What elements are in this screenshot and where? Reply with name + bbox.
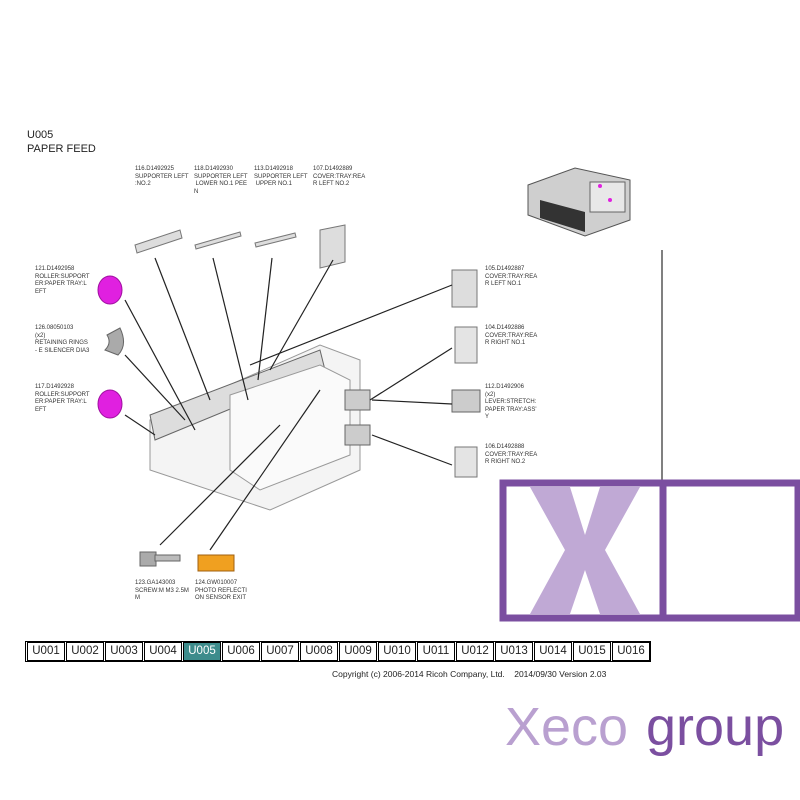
cover-tray-rear-left-no1 xyxy=(451,269,478,308)
cover-tray-rear-left-no2 xyxy=(319,224,346,269)
cover-tray-rear-right-no1 xyxy=(454,326,478,364)
part-label-117[interactable]: 117.D1492928 ROLLER:SUPPORT ER:PAPER TRA… xyxy=(35,384,90,413)
retaining-ring-icon xyxy=(104,327,124,356)
part-label-104[interactable]: 104.D1492886 COVER:TRAY:REA R RIGHT NO.1 xyxy=(485,325,538,346)
part-label-121[interactable]: 121.D1492958 ROLLER:SUPPORT ER:PAPER TRA… xyxy=(35,266,90,295)
tab-u014[interactable]: U014 xyxy=(534,642,572,661)
tab-u006[interactable]: U006 xyxy=(222,642,260,661)
watermark-text-group: group xyxy=(646,697,784,757)
part-label-106[interactable]: 106.D1492888 COVER:TRAY:REA R RIGHT NO.2 xyxy=(485,444,538,465)
part-label-105[interactable]: 105.D1492887 COVER:TRAY:REA R LEFT NO.1 xyxy=(485,266,538,287)
tab-u013[interactable]: U013 xyxy=(495,642,533,661)
leader-lines xyxy=(124,257,453,551)
paper-tray-assembly xyxy=(149,344,371,511)
page-code: U005 xyxy=(27,129,54,141)
tab-u005[interactable]: U005 xyxy=(183,642,221,661)
supporter-left-no2 xyxy=(134,229,183,254)
tab-u015[interactable]: U015 xyxy=(573,642,611,661)
tab-u010[interactable]: U010 xyxy=(378,642,416,661)
tab-u011[interactable]: U011 xyxy=(417,642,455,661)
supporter-left-upper xyxy=(254,232,297,248)
copyright-text: Copyright (c) 2006-2014 Ricoh Company, L… xyxy=(332,669,607,679)
tab-u012[interactable]: U012 xyxy=(456,642,494,661)
tab-u016[interactable]: U016 xyxy=(612,642,650,661)
tab-u003[interactable]: U003 xyxy=(105,642,143,661)
page-tabs: U001 U002 U003 U004 U005 U006 U007 U008 … xyxy=(25,641,651,662)
sensor-icon xyxy=(197,554,235,572)
tab-u001[interactable]: U001 xyxy=(27,642,65,661)
part-label-113[interactable]: 113.D1492918 SUPPORTER LEFT UPPER NO.1 xyxy=(254,166,308,187)
tab-u008[interactable]: U008 xyxy=(300,642,338,661)
tab-u007[interactable]: U007 xyxy=(261,642,299,661)
tab-u009[interactable]: U009 xyxy=(339,642,377,661)
xeco-logo: Xeco group xyxy=(499,479,800,757)
part-label-107[interactable]: 107.D1492889 COVER:TRAY:REA R LEFT NO.2 xyxy=(313,166,366,187)
part-label-112[interactable]: 112.D1492906 (x2) LEVER:STRETCH: PAPER T… xyxy=(485,384,537,420)
part-label-116[interactable]: 116.D1492925 SUPPORTER LEFT :NO.2 xyxy=(135,166,189,187)
roller-icon xyxy=(97,275,123,419)
cover-tray-rear-right-no2 xyxy=(454,446,478,478)
part-label-123[interactable]: 123.GA143003 SCREW:M M3 2.5M M xyxy=(135,580,189,601)
watermark-text-xeco: Xeco xyxy=(505,697,628,757)
screw-icon xyxy=(139,551,181,567)
page-title: PAPER FEED xyxy=(27,143,96,155)
tab-u002[interactable]: U002 xyxy=(66,642,104,661)
supporter-left-lower xyxy=(194,231,242,250)
lever-stretch xyxy=(451,389,481,413)
part-label-124[interactable]: 124.GW010007 PHOTO REFLECTI ON SENSOR EX… xyxy=(195,580,247,601)
part-label-118[interactable]: 118.D1492930 SUPPORTER LEFT LOWER NO.1 P… xyxy=(194,166,248,195)
part-label-126[interactable]: 126.08050103 (x2) RETAINING RINGS - E SI… xyxy=(35,325,90,354)
tab-u004[interactable]: U004 xyxy=(144,642,182,661)
thumbnail-image xyxy=(527,167,631,237)
